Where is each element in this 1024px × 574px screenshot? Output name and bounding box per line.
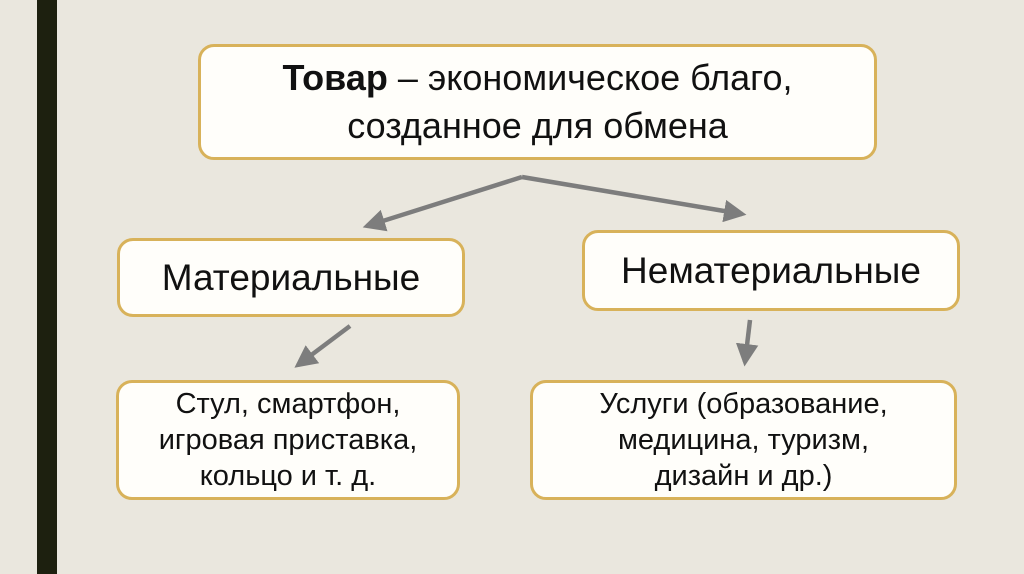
root-term: Товар	[282, 57, 388, 98]
arrow-root-to-material	[362, 174, 523, 232]
immaterial-examples-line1: Услуги (образование,	[599, 388, 888, 420]
material-branch-label: Материальные	[161, 256, 421, 298]
material-examples-box: Стул, смартфон, игровая приставка, кольц…	[116, 380, 460, 500]
immaterial-examples-line3: дизайн и др.)	[654, 460, 833, 492]
left-accent-bar	[37, 0, 57, 574]
root-definition-line2: созданное для обмена	[347, 105, 728, 146]
immaterial-branch-label: Нематериальные	[621, 249, 921, 291]
material-examples-line2: игровая приставка,	[158, 424, 418, 456]
material-examples-line3: кольцо и т. д.	[199, 460, 377, 492]
material-examples-line1: Стул, смартфон,	[175, 388, 401, 420]
immaterial-examples-line2: медицина, туризм,	[617, 424, 870, 456]
arrow-immaterial-to-examples	[735, 319, 759, 367]
arrow-material-to-examples	[294, 324, 352, 368]
material-branch-box: Материальные	[117, 238, 465, 317]
arrow-root-to-immaterial	[521, 174, 747, 223]
immaterial-examples-box: Услуги (образование, медицина, туризм, д…	[530, 380, 957, 500]
root-definition-rest: – экономическое благо,	[387, 57, 793, 98]
root-definition-box: Товар – экономическое благо, созданное д…	[198, 44, 877, 160]
root-definition-line1: Товар – экономическое благо,	[282, 54, 792, 102]
immaterial-branch-box: Нематериальные	[582, 230, 960, 311]
